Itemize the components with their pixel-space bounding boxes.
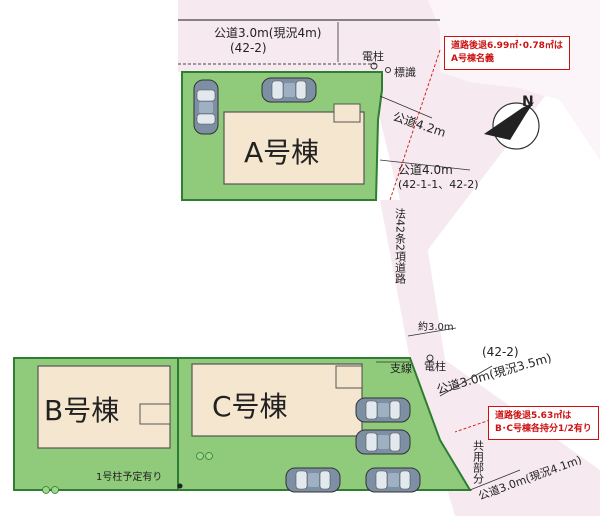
shared-portion-label: 共用部分: [472, 440, 485, 484]
building-a-label: A号棟: [244, 136, 319, 169]
house-a-porch: [333, 103, 361, 123]
pillar-note: 1号柱予定有り: [96, 470, 162, 483]
dimension-line: [379, 95, 433, 119]
sign-label: 標識: [394, 65, 416, 79]
setback-leader-line: [454, 419, 491, 433]
setback-note-north-line2: A号棟名義: [451, 54, 494, 64]
parked-car-icon: [193, 79, 219, 135]
setback-note-south-line2: B･C号棟各持分1/2有り: [495, 424, 592, 434]
house-c-porch: [335, 365, 363, 389]
setback-note-north: 道路後退6.99㎡･0.78㎡は A号棟名義: [444, 36, 570, 70]
parked-car-icon: [365, 467, 421, 493]
setback-note-south-line1: 道路後退5.63㎡は: [495, 411, 572, 421]
top-road-label: 公道3.0m(現況4m): [214, 25, 321, 40]
top-road-code: (42-2): [230, 41, 267, 55]
sign-icon: [385, 67, 391, 73]
dimension-line: [407, 327, 457, 337]
dimension-line: [379, 159, 471, 171]
compass-north-letter: N: [522, 94, 534, 110]
utility-pole-icon: [426, 354, 434, 362]
building-c-label: C号棟: [212, 390, 288, 423]
house-c: [191, 363, 363, 437]
parked-car-icon: [355, 429, 411, 455]
house-a: [223, 111, 365, 185]
south-road-code: (42-2): [482, 345, 519, 359]
east-road-b-code: (42-1-1、42-2): [398, 178, 478, 191]
building-b-label: B号棟: [44, 394, 119, 427]
pole-top-label: 電柱: [362, 49, 384, 63]
house-b-porch: [139, 403, 171, 425]
compass-icon: N: [484, 94, 540, 150]
dimension-line: [439, 365, 493, 397]
setback-note-north-line1: 道路後退6.99㎡･0.78㎡は: [451, 41, 563, 51]
law-road-label: 法42条2項道路: [394, 207, 407, 285]
setback-note-south: 道路後退5.63㎡は B･C号棟各持分1/2有り: [488, 406, 599, 440]
shrub-icons: [42, 452, 213, 494]
parked-car-icon: [355, 397, 411, 423]
guy-wire-label: 支線: [390, 361, 412, 375]
dimension-line: [469, 469, 521, 491]
setback-leader-line: [389, 49, 441, 201]
pole-mid-label: 電柱: [424, 359, 446, 373]
parked-car-icon: [285, 467, 341, 493]
utility-pole-icon: [370, 62, 378, 70]
parked-car-icon: [261, 77, 317, 103]
pillar-marker-icon: [177, 483, 183, 489]
